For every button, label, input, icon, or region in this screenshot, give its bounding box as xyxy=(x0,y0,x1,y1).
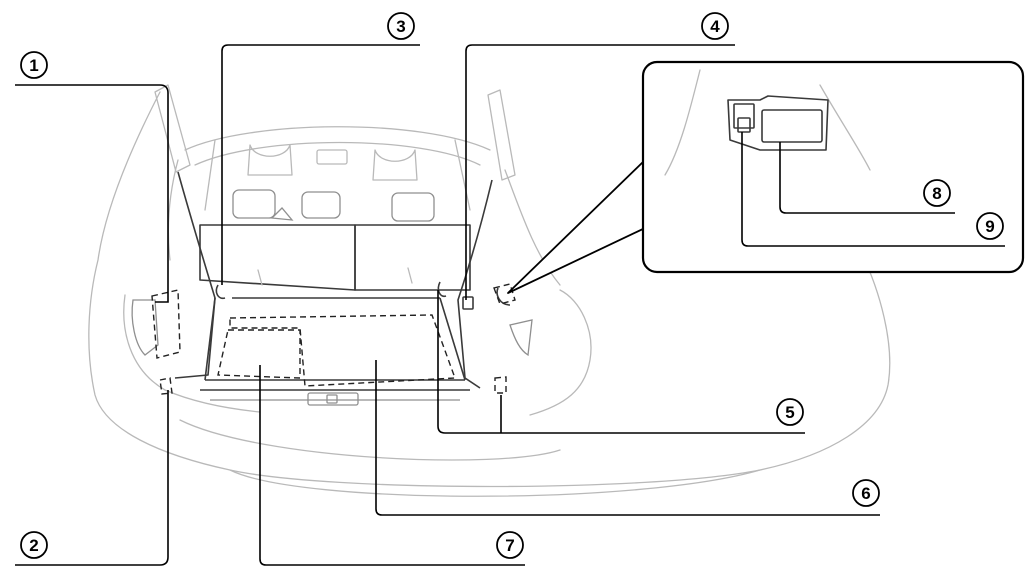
svg-text:5: 5 xyxy=(785,403,794,422)
callout-2: 2 xyxy=(20,531,48,559)
callout-3: 3 xyxy=(387,12,415,40)
svg-text:4: 4 xyxy=(710,17,720,36)
svg-text:6: 6 xyxy=(861,484,870,503)
svg-text:7: 7 xyxy=(505,536,514,555)
callout-9: 9 xyxy=(976,212,1004,240)
callout-6: 6 xyxy=(852,479,880,507)
inset-detail xyxy=(507,60,1025,294)
storage-outlines xyxy=(151,283,516,395)
svg-text:9: 9 xyxy=(985,217,994,236)
leader-lines xyxy=(15,44,1005,566)
svg-text:3: 3 xyxy=(396,17,405,36)
callout-5: 5 xyxy=(776,398,804,426)
svg-text:1: 1 xyxy=(29,56,38,75)
callout-1: 1 xyxy=(20,51,48,79)
cargo-compartment xyxy=(174,171,511,406)
callout-7: 7 xyxy=(496,531,524,559)
callout-4: 4 xyxy=(701,12,729,40)
svg-text:2: 2 xyxy=(29,536,38,555)
callout-8: 8 xyxy=(923,179,951,207)
svg-text:8: 8 xyxy=(932,184,941,203)
